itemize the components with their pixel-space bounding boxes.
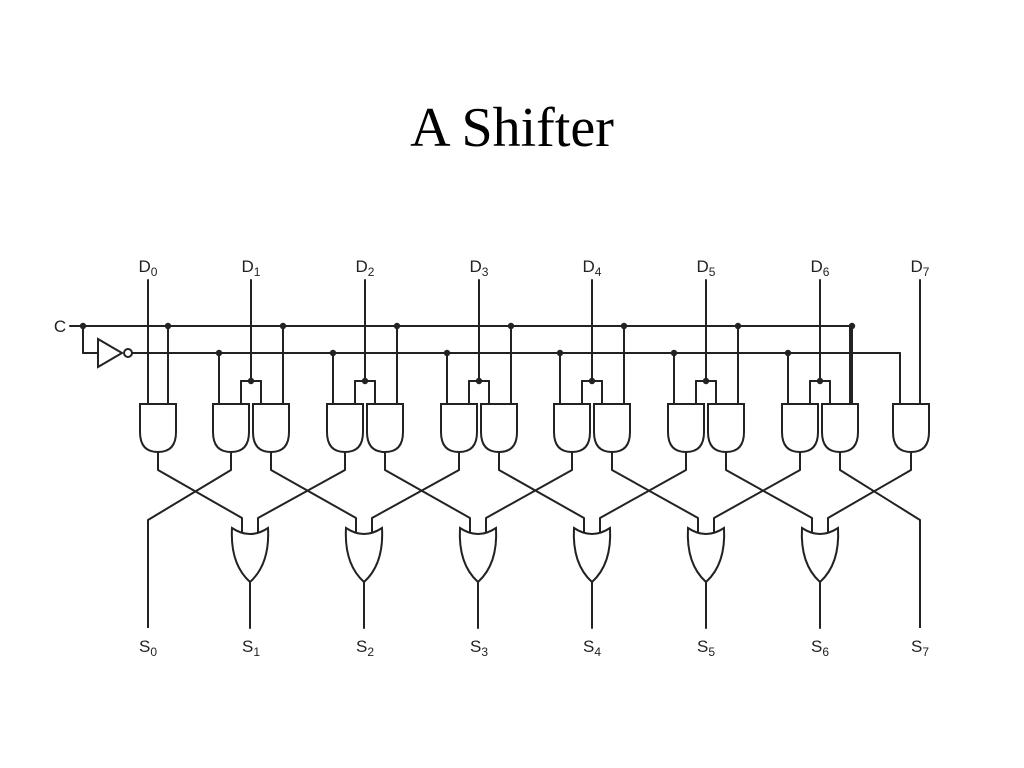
junction-dot [620, 322, 628, 330]
or-gate-s2 [344, 526, 384, 584]
or-gate-s5 [686, 526, 726, 584]
input-label-d3: D3 [470, 257, 489, 279]
wire [371, 452, 460, 532]
wire [498, 452, 585, 532]
wire [384, 452, 471, 532]
input-label-d1: D1 [242, 257, 261, 279]
output-label-s5: S5 [697, 637, 715, 659]
wire [257, 452, 346, 532]
junction-dot [734, 322, 742, 330]
input-label-d6: D6 [811, 257, 830, 279]
and-gate [667, 403, 705, 454]
slide-title: A Shifter [410, 97, 614, 159]
input-label-d2: D2 [356, 257, 375, 279]
and-gate [707, 403, 745, 454]
wire [270, 452, 357, 532]
and-gate [553, 403, 591, 454]
output-label-s4: S4 [583, 637, 601, 659]
output-label-s0: S0 [139, 637, 157, 659]
junction-dot [393, 322, 401, 330]
and-gate [326, 403, 364, 454]
junction-dot [164, 322, 172, 330]
and-gate [252, 403, 290, 454]
output-label-s7: S7 [911, 637, 929, 659]
junction-dot [848, 322, 856, 330]
or-gate-s1 [230, 526, 270, 584]
inverter-gate [97, 337, 124, 369]
and-gate [139, 403, 177, 454]
or-gate-s4 [572, 526, 612, 584]
input-label-d4: D4 [583, 257, 602, 279]
junction-dot [215, 349, 223, 357]
junction-dot [329, 349, 337, 357]
wire [485, 452, 573, 532]
junction-dot [784, 349, 792, 357]
wire [839, 452, 921, 628]
wire [147, 452, 232, 628]
and-gate [892, 403, 930, 454]
or-gate-s3 [458, 526, 498, 584]
wire [713, 452, 801, 532]
input-label-d5: D5 [697, 257, 716, 279]
and-gate [212, 403, 250, 454]
output-label-s3: S3 [470, 637, 488, 659]
output-label-s6: S6 [811, 637, 829, 659]
junction-dot [670, 349, 678, 357]
output-label-s2: S2 [356, 637, 374, 659]
and-gate [440, 403, 478, 454]
input-label-d0: D0 [139, 257, 158, 279]
junction-dot [443, 349, 451, 357]
and-gate [781, 403, 819, 454]
or-gate-s6 [800, 526, 840, 584]
and-gate [593, 403, 631, 454]
inverter-bubble [123, 348, 133, 358]
and-gate [821, 403, 859, 454]
wire [725, 452, 813, 532]
wire [827, 452, 912, 532]
input-label-d7: D7 [911, 257, 930, 279]
wire [599, 452, 687, 532]
wire [157, 452, 243, 532]
junction-dot [279, 322, 287, 330]
junction-dot [556, 349, 564, 357]
output-label-s1: S1 [242, 637, 260, 659]
wire [611, 452, 699, 532]
and-gate [366, 403, 404, 454]
and-gate [480, 403, 518, 454]
junction-dot [507, 322, 515, 330]
control-label: C [54, 317, 66, 336]
